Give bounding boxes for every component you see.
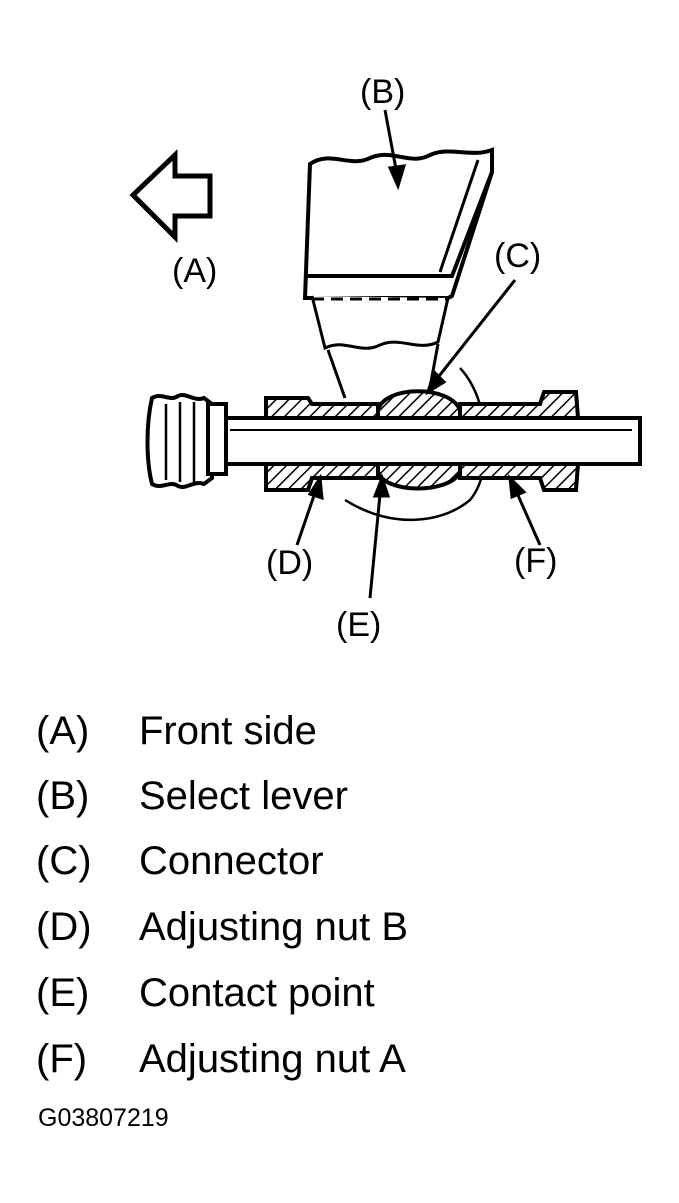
- cable-rod: [220, 416, 642, 466]
- select-cable-adjustment-diagram: [129, 109, 642, 599]
- callout-b: (B): [360, 73, 406, 111]
- leader-arrows: [295, 109, 542, 599]
- callout-d: (D): [266, 544, 314, 582]
- adjusting-nut-a: [458, 390, 581, 492]
- legend-description: Select lever: [139, 774, 348, 818]
- callout-e: (E): [336, 606, 382, 644]
- legend-key: (E): [36, 971, 90, 1015]
- callout-a: (A): [172, 252, 218, 290]
- front-direction-arrow: [129, 149, 213, 244]
- legend-key: (D): [36, 905, 92, 949]
- legend-description: Front side: [139, 709, 317, 753]
- legend-key: (C): [36, 839, 92, 883]
- legend-key: (A): [36, 709, 90, 753]
- legend-description: Adjusting nut B: [139, 905, 409, 949]
- legend-description: Adjusting nut A: [139, 1037, 406, 1081]
- legend-key: (F): [36, 1037, 88, 1081]
- legend-description: Contact point: [139, 971, 375, 1015]
- cable-boot: [145, 393, 228, 489]
- callout-f: (F): [514, 542, 558, 580]
- figure-code: G03807219: [38, 1104, 169, 1132]
- legend-description: Connector: [139, 839, 324, 883]
- legend-key: (B): [36, 774, 90, 818]
- connector-ball: [376, 389, 462, 491]
- adjusting-nut-b: [264, 396, 380, 492]
- callout-c: (C): [494, 237, 542, 275]
